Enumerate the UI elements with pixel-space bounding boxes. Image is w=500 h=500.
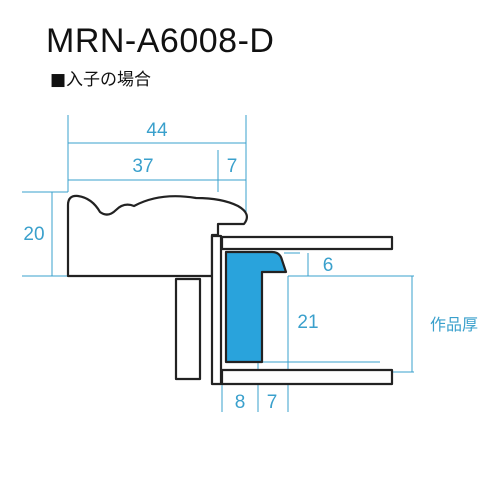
label-width-a: 37 (132, 156, 153, 177)
label-artwork-thickness: 作品厚 (430, 315, 478, 334)
insert-spacer (224, 250, 288, 364)
label-inner-height: 21 (297, 312, 318, 333)
product-code: MRN-A6008-D (46, 22, 275, 60)
label-lip-depth: 6 (323, 255, 334, 276)
label-overall-width: 44 (146, 120, 168, 141)
label-height: 20 (23, 224, 44, 245)
label-width-b: 7 (227, 156, 238, 177)
label-bottom-b: 7 (267, 392, 278, 413)
frame-profile (66, 194, 394, 386)
back-leg (174, 277, 202, 381)
label-bottom-a: 8 (235, 392, 246, 413)
moulding-profile-shape (66, 194, 248, 278)
insert-case-label: ■入子の場合 (50, 70, 152, 90)
top-plate (220, 235, 394, 251)
bottom-plate (220, 368, 394, 386)
side-wall (210, 234, 223, 386)
